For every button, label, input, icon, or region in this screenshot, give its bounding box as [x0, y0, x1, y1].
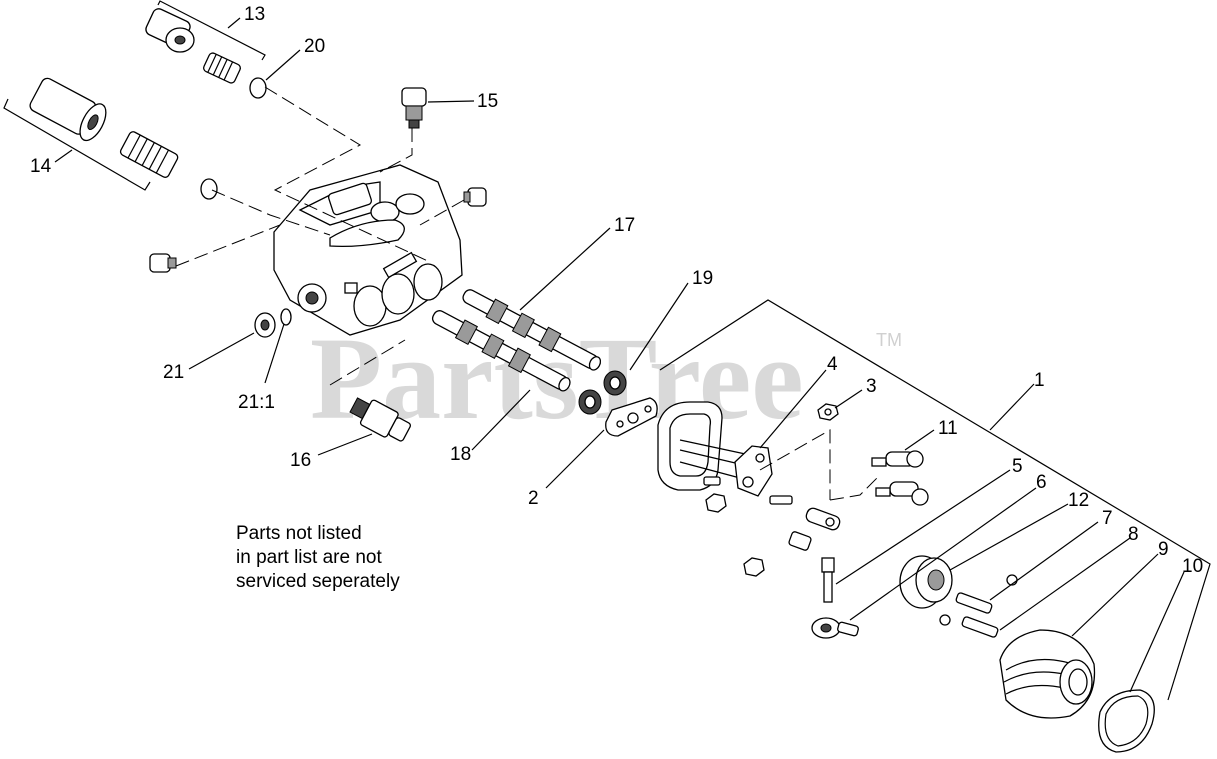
stud-5: [821, 557, 835, 603]
callout-20: 20: [304, 36, 325, 57]
callout-10: 10: [1182, 556, 1203, 577]
callout-21-1: 21:1: [238, 392, 275, 413]
service-note-line-2: in part list are not: [236, 547, 382, 568]
ring-10: [1098, 689, 1155, 753]
bracket-4: [734, 445, 773, 497]
rod-end-6: [811, 617, 859, 639]
gasket-2: [605, 397, 658, 437]
service-note: Parts not listed in part list are not se…: [236, 522, 400, 594]
callout-4: 4: [827, 354, 838, 375]
bolts-7: [939, 592, 999, 638]
callout-11: 11: [938, 418, 958, 439]
oring-20-upper: [249, 77, 267, 99]
assembly-bracket-1: [659, 299, 1211, 701]
callout-13: 13: [244, 4, 265, 25]
service-note-line-1: Parts not listed: [236, 523, 362, 544]
callout-17: 17: [614, 215, 635, 236]
nut-lower: [743, 557, 765, 577]
part-14-group: [3, 77, 179, 191]
screw-b: [769, 495, 793, 505]
plug-left: [149, 253, 177, 273]
callout-6: 6: [1036, 472, 1047, 493]
callout-8: 8: [1128, 524, 1139, 545]
callout-9: 9: [1158, 539, 1169, 560]
part-15: [401, 87, 427, 129]
service-note-line-3: serviced seperately: [236, 571, 400, 592]
part-21: [254, 308, 292, 338]
ball-joints-11: [871, 450, 929, 506]
pivot-link: [805, 507, 841, 531]
callout-12: 12: [1068, 490, 1089, 511]
callout-7: 7: [1102, 508, 1113, 529]
link-block: [788, 531, 812, 551]
screw-a: [703, 476, 721, 486]
boot-8: [999, 629, 1096, 719]
callout-1: 1: [1034, 370, 1045, 391]
valve-body: [273, 164, 463, 336]
callout-19: 19: [692, 268, 713, 289]
watermark-trademark: TM: [876, 330, 902, 350]
callout-3: 3: [866, 376, 877, 397]
part-16: [349, 397, 412, 442]
callout-18: 18: [450, 444, 471, 465]
mounting-plate: [657, 401, 751, 491]
nut-3: [817, 403, 839, 421]
callout-16: 16: [290, 450, 311, 471]
callout-15: 15: [477, 91, 498, 112]
callout-2: 2: [528, 488, 539, 509]
callout-14: 14: [30, 156, 52, 177]
part-13-group: [145, 0, 266, 84]
nut-left: [705, 493, 727, 513]
callout-21: 21: [163, 362, 184, 383]
oring-20-lower: [200, 178, 218, 200]
spool-18: [431, 310, 571, 392]
spool-17: [462, 289, 602, 371]
callout-5: 5: [1012, 456, 1023, 477]
plug-right: [463, 187, 487, 207]
